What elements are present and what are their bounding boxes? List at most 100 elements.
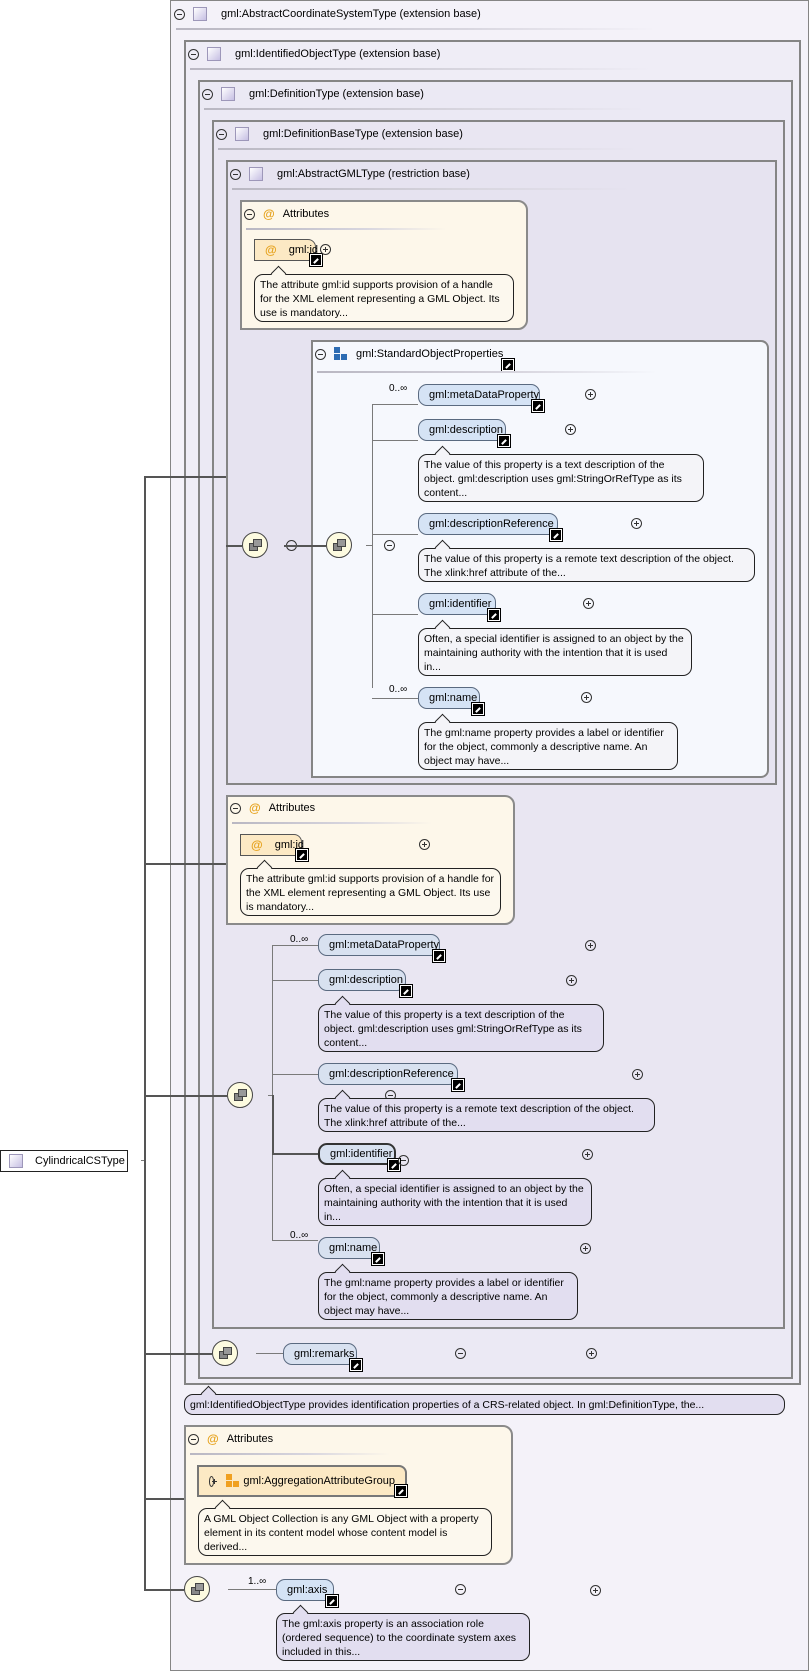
base-type-label: gml:AbstractGMLType (restriction base) <box>277 168 470 180</box>
collapse-icon[interactable] <box>384 540 396 551</box>
collapse-icon[interactable] <box>188 48 199 60</box>
tree-line <box>268 1095 272 1096</box>
abstract-gml-type-header[interactable]: gml:AbstractGMLType (restriction base) <box>230 164 470 184</box>
expand-icon[interactable] <box>418 839 430 850</box>
element-note: Often, a special identifier is assigned … <box>418 628 692 676</box>
link-arrow-icon[interactable] <box>432 949 446 963</box>
expand-icon[interactable] <box>590 1585 602 1596</box>
complex-type-icon <box>207 47 221 61</box>
connector-line <box>284 545 326 547</box>
element-axis[interactable]: gml:axis <box>276 1579 334 1601</box>
definition-type-header[interactable]: gml:DefinitionType (extension base) <box>202 84 424 104</box>
collapse-icon[interactable] <box>244 208 255 220</box>
element-label: gml:name <box>429 692 478 704</box>
tree-line <box>372 440 418 441</box>
expand-icon[interactable] <box>581 1149 593 1160</box>
attribute-note: The attribute gml:id supports provision … <box>254 274 514 322</box>
base-type-label: gml:DefinitionType (extension base) <box>249 88 424 100</box>
expand-icon[interactable] <box>631 518 643 529</box>
element-metadataproperty[interactable]: gml:metaDataProperty <box>418 384 540 406</box>
link-arrow-icon[interactable] <box>501 358 515 372</box>
outer-attributes-header[interactable]: @ Attributes <box>230 798 315 818</box>
attribute-gml-id[interactable]: @ gml:id <box>254 239 318 261</box>
sequence-compositor-icon[interactable] <box>242 532 268 558</box>
expand-icon[interactable] <box>585 389 597 400</box>
base-type-label: gml:IdentifiedObjectType (extension base… <box>235 48 441 60</box>
element-descriptionreference[interactable]: gml:descriptionReference <box>418 513 558 535</box>
root-connector <box>144 1353 212 1355</box>
element-identifier[interactable]: gml:identifier <box>418 593 496 615</box>
link-arrow-icon[interactable] <box>371 1252 385 1266</box>
link-arrow-icon[interactable] <box>394 1484 408 1498</box>
attribute-icon: @ <box>263 207 275 221</box>
collapse-icon[interactable] <box>174 8 185 20</box>
aggregation-attributes-header[interactable]: @ Attributes <box>188 1429 273 1449</box>
collapse-icon[interactable] <box>398 1155 410 1166</box>
group-title: gml:StandardObjectProperties <box>356 348 504 360</box>
tree-line <box>372 698 418 699</box>
element-label: gml:description <box>429 424 503 436</box>
abstract-coordinate-system-type-header[interactable]: gml:AbstractCoordinateSystemType (extens… <box>174 4 481 24</box>
attribute-gml-id[interactable]: @ gml:id <box>240 834 304 856</box>
link-arrow-icon[interactable] <box>471 702 485 716</box>
element-metadataproperty[interactable]: gml:metaDataProperty <box>318 934 440 956</box>
element-descriptionreference[interactable]: gml:descriptionReference <box>318 1063 458 1085</box>
cardinality-label: 1..∞ <box>248 1576 267 1587</box>
root-element[interactable]: CylindricalCSType <box>0 1150 128 1172</box>
link-arrow-icon[interactable] <box>295 848 309 862</box>
inner-attributes-header[interactable]: @ Attributes <box>244 204 329 224</box>
identified-object-type-note: gml:IdentifiedObjectType provides identi… <box>184 1394 785 1415</box>
link-arrow-icon[interactable] <box>325 1594 339 1608</box>
link-arrow-icon[interactable] <box>549 528 563 542</box>
element-description[interactable]: gml:description <box>318 969 406 991</box>
element-note: The gml:name property provides a label o… <box>418 722 678 770</box>
tree-line <box>272 1074 318 1075</box>
expand-icon[interactable] <box>579 1243 591 1254</box>
expand-icon[interactable] <box>565 975 577 986</box>
link-arrow-icon[interactable] <box>349 1358 363 1372</box>
collapse-icon[interactable] <box>202 88 213 100</box>
standard-object-properties-header[interactable]: gml:StandardObjectProperties <box>315 344 503 364</box>
collapse-icon[interactable] <box>216 128 227 140</box>
element-description[interactable]: gml:description <box>418 419 506 441</box>
sequence-compositor-icon[interactable] <box>184 1576 210 1602</box>
link-arrow-icon[interactable] <box>487 608 501 622</box>
header-divider <box>190 68 650 70</box>
expand-icon[interactable] <box>584 940 596 951</box>
link-arrow-icon[interactable] <box>451 1078 465 1092</box>
expand-icon[interactable] <box>631 1069 643 1080</box>
element-identifier[interactable]: gml:identifier <box>318 1143 396 1165</box>
collapse-icon[interactable] <box>230 168 241 180</box>
cardinality-label: 0..∞ <box>290 1230 309 1241</box>
link-arrow-icon[interactable] <box>399 984 413 998</box>
expand-icon[interactable] <box>320 244 331 255</box>
link-arrow-icon[interactable] <box>497 434 511 448</box>
expand-icon[interactable] <box>581 692 593 703</box>
collapse-icon[interactable] <box>230 802 241 814</box>
link-arrow-icon[interactable] <box>309 253 323 267</box>
identified-object-type-header[interactable]: gml:IdentifiedObjectType (extension base… <box>188 44 440 64</box>
sequence-compositor-icon[interactable] <box>227 1082 253 1108</box>
group-icon <box>334 347 348 361</box>
expand-icon[interactable] <box>586 1348 597 1359</box>
collapse-icon[interactable] <box>455 1584 467 1595</box>
tree-line <box>272 980 318 981</box>
sequence-compositor-icon[interactable] <box>326 532 352 558</box>
element-label: gml:descriptionReference <box>329 1068 454 1080</box>
attributes-title: Attributes <box>268 802 316 814</box>
expand-icon[interactable] <box>583 598 595 609</box>
attribute-group-aggregation[interactable]: gml:AggregationAttributeGroup <box>197 1465 407 1497</box>
cardinality-label: 0..∞ <box>389 684 408 695</box>
element-label: gml:axis <box>287 1584 328 1596</box>
collapse-icon[interactable] <box>454 1348 466 1359</box>
element-name[interactable]: gml:name <box>318 1237 380 1259</box>
collapse-icon[interactable] <box>188 1433 199 1445</box>
element-name[interactable]: gml:name <box>418 687 480 709</box>
expand-icon[interactable] <box>209 1475 218 1487</box>
definition-base-type-header[interactable]: gml:DefinitionBaseType (extension base) <box>216 124 463 144</box>
expand-icon[interactable] <box>565 424 577 435</box>
element-remarks[interactable]: gml:remarks <box>283 1343 357 1365</box>
collapse-icon[interactable] <box>315 348 326 360</box>
sequence-compositor-icon[interactable] <box>212 1340 238 1366</box>
link-arrow-icon[interactable] <box>531 399 545 413</box>
